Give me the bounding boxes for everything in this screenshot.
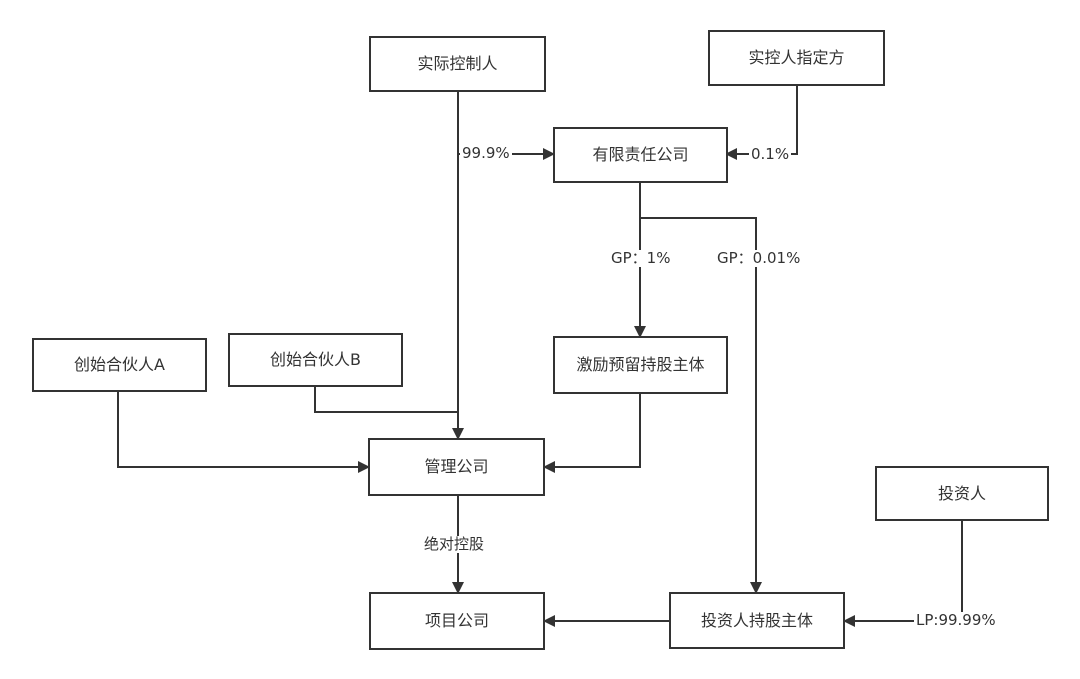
node-project-company: 项目公司 [369, 592, 545, 650]
node-investor-holding-entity-label: 投资人持股主体 [700, 610, 813, 630]
node-llc-label: 有限责任公司 [592, 145, 689, 164]
node-investor-label: 投资人 [937, 483, 986, 503]
edge-investor-to-holding [843, 520, 963, 627]
edge-label-llc-gp-investor-entity: GP：0.01% [715, 249, 803, 267]
node-actual-controller-label: 实际控制人 [417, 54, 498, 73]
node-investor: 投资人 [875, 466, 1049, 521]
edge-designated-to-llc [725, 84, 798, 160]
edge-label-investor-lp: LP:99.99% [914, 611, 998, 629]
node-incentive-entity-label: 激励预留持股主体 [576, 355, 705, 374]
node-llc: 有限责任公司 [553, 127, 728, 183]
edge-label-llc-gp-incentive: GP：1% [609, 249, 673, 267]
node-management-company-label: 管理公司 [424, 457, 489, 476]
edge-founder-b-to-management [314, 386, 458, 413]
edge-founder-a-to-management [117, 391, 370, 473]
node-founder-a: 创始合伙人A [32, 338, 207, 392]
edge-incentive-to-management [543, 393, 641, 473]
node-founder-b-label: 创始合伙人B [270, 350, 361, 369]
edge-label-management-control: 绝对控股 [422, 535, 487, 553]
node-management-company: 管理公司 [368, 438, 545, 496]
edge-label-controller-to-llc: 99.9% [460, 144, 512, 162]
edge-label-designated-to-llc: 0.1% [749, 145, 792, 163]
node-actual-controller: 实际控制人 [369, 36, 546, 92]
edge-llc-to-investor-entity [640, 217, 762, 594]
node-founder-a-label: 创始合伙人A [74, 355, 165, 374]
node-investor-holding-entity: 投资人持股主体 [669, 592, 845, 649]
node-founder-b: 创始合伙人B [228, 333, 403, 387]
node-designated-party: 实控人指定方 [708, 30, 885, 86]
node-designated-party-label: 实控人指定方 [748, 48, 845, 67]
node-project-company-label: 项目公司 [424, 611, 489, 630]
node-incentive-entity: 激励预留持股主体 [553, 336, 728, 394]
